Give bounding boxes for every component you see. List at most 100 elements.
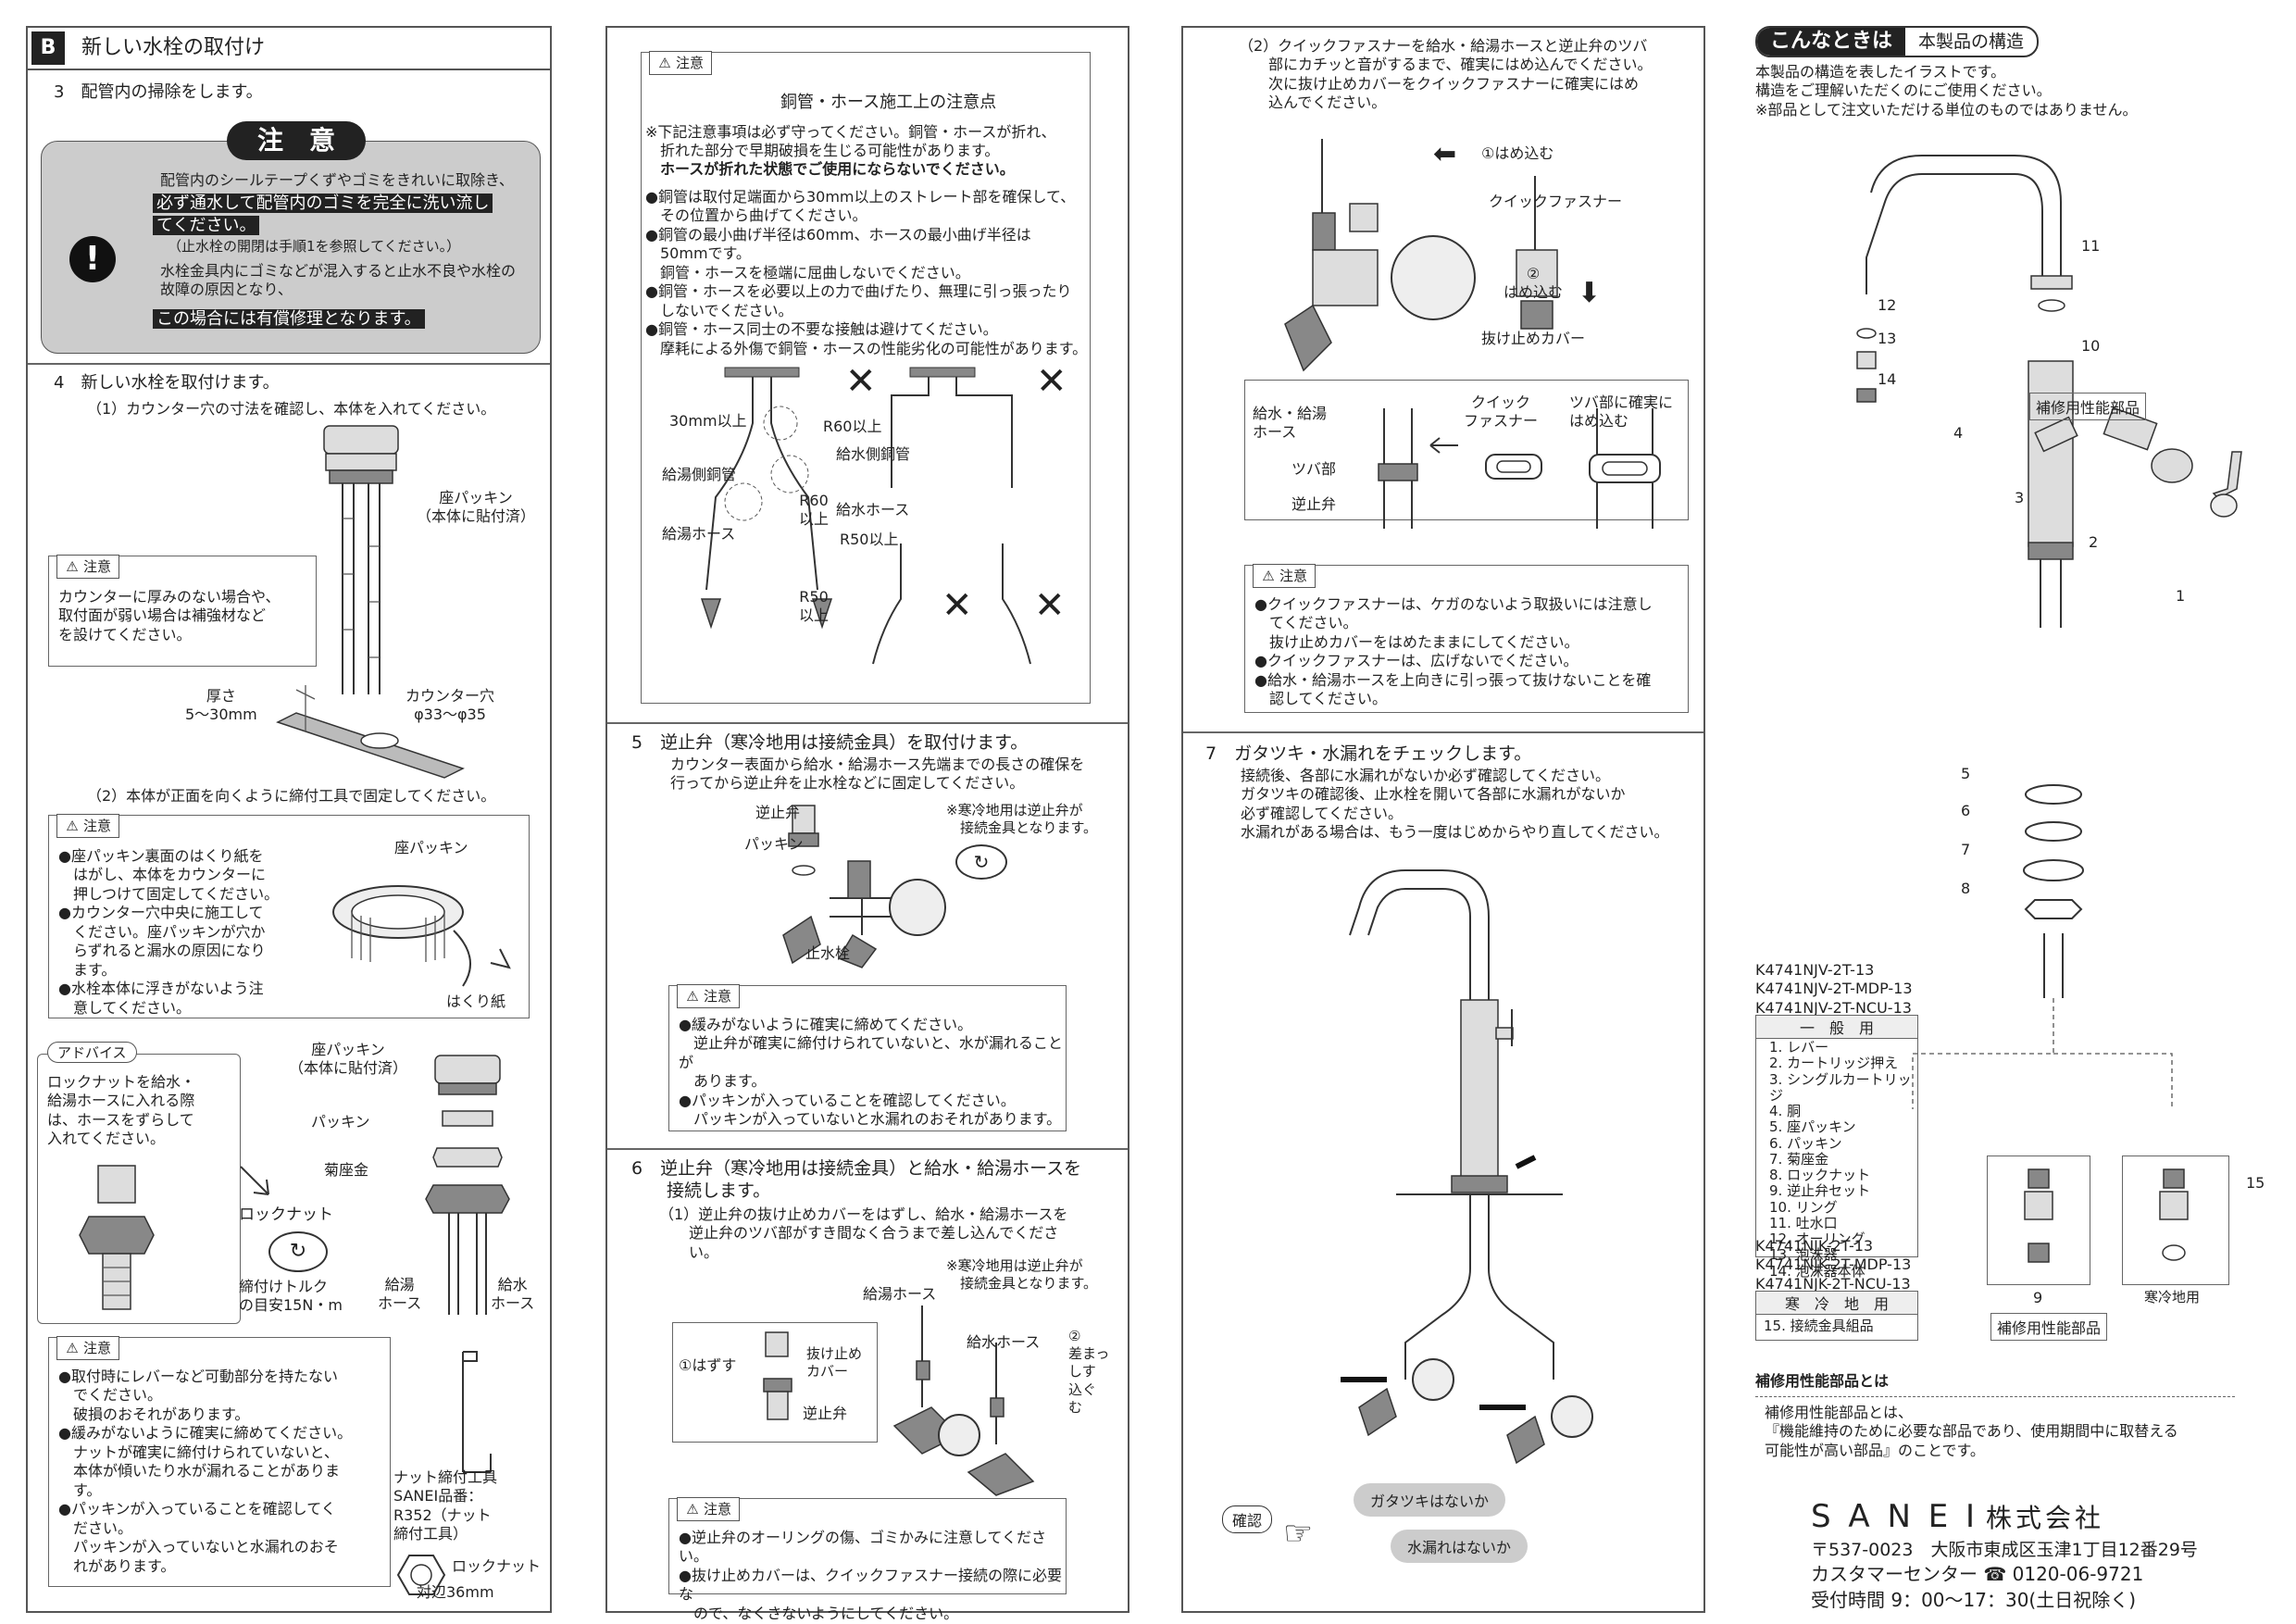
column-2: ⚠注意 銅管・ホース施工上の注意点 ※下記注意事項は必ず守ってください。銅管・ホ… [605,26,1129,1622]
structure-intro: 本製品の構造を表したイラストです。 構造をご理解いただくのにご使用ください。 ※… [1755,63,2138,119]
cold-parts-table: 寒 冷 地 用 15. 接続金具組品 [1755,1291,1918,1341]
part-8: 8 [1961,880,1971,897]
general-parts-list: 1. レバー 2. カートリッジ押え 3. シングルカートリッジ 4. 胴 5.… [1769,1039,1912,1280]
step-4-2-text: （2）本体が正面を向くように締付工具で固定してください。 [87,787,496,805]
locknut-label: ロックナット [239,1206,333,1224]
cold-hose-label: 給水 ホース [491,1276,535,1313]
pipe-caution-p1-bold: ホースが折れた状態でご使用にならないでください。 [645,160,1015,178]
note-6-text: ●逆止弁のオーリングの傷、ゴミかみに注意してください。 ●抜け止めカバーは、クイ… [679,1529,1062,1622]
label-cold-hose: 給水ホース [836,501,910,518]
locknut-label-2: ロックナット [452,1557,542,1575]
general-parts-table: 一 般 用 1. レバー 2. カートリッジ押え 3. シングルカートリッジ 4… [1755,1015,1918,1279]
packing-label: パッキン [311,1113,370,1131]
rotate-icon: ↻ [955,844,1007,880]
cold-region-label: 寒冷地用 [2144,1289,2201,1305]
label-hot-copper: 給湯側銅管 [662,466,737,483]
advice-tag: アドバイス [47,1042,137,1063]
label-hot-hose: 給湯ホース [662,525,736,543]
column-3: （2）クイックファスナーを給水・給湯ホースと逆止弁のツバ 部にカチッと音がするま… [1181,26,1705,1613]
caution-highlight-1: 必ず通水して配管内のゴミを完全に洗い流し [153,193,493,214]
general-parts-header: 一 般 用 [1756,1016,1917,1039]
warning-icon: ⚠ [1262,568,1275,584]
kikuzagane-label: 菊座金 [324,1161,369,1179]
x-mark-4: ✕ [1034,584,1066,627]
flange-insert-label: ツバ部に確実に はめ込む [1569,394,1674,431]
caution-title: 注 意 [227,121,366,160]
packing-peel-illustration [332,885,511,987]
warning-icon: ⚠ [66,818,79,834]
hex-nut-icon [396,1555,446,1595]
note-1-text: カウンターに厚みのない場合や、 取付面が弱い場合は補強材など を設けてください。 [58,588,281,643]
part-10: 10 [2081,337,2101,355]
faucet-assembly-illustration [425,1055,510,1315]
quick-fastener-label: クイックファスナー [1489,193,1623,210]
repair-part-9-box [1987,1156,2090,1285]
advice-text: ロックナットを給水・ 給湯ホースに入れる際 は、ホースをずらして 入れてください… [47,1073,196,1148]
part-11: 11 [2081,237,2101,255]
caution-line-1: 配管内のシールテープくずやゴミをきれいに取除き、 [160,171,514,189]
quick-fastener-label-2: クイック ファスナー [1464,394,1539,431]
step-3-title: 3 配管内の掃除をします。 [54,82,263,102]
hand-icon: ☞ [1283,1515,1314,1553]
fastener-detail-box: 給水・給湯 ホース クイック ファスナー ツバ部に確実に はめ込む ツバ部 逆止… [1244,380,1689,529]
company-address: 〒537-0023 大阪市東成区玉津1丁目12番29号 [1811,1540,2198,1560]
wobble-check-bubble: ガタツキはないか [1354,1483,1506,1517]
flange-label: ツバ部 [1292,460,1337,478]
warning-icon: ⚠ [658,55,671,71]
label-cold-copper: 給水側銅管 [836,445,911,463]
exclamation-icon: ! [69,236,116,282]
quick-fastener-illustration [1284,139,1558,372]
caution-highlight-3: この場合には有償修理となります。 [153,308,425,330]
confirm-tag: 確認 [1222,1505,1273,1533]
step-6-2-text: （2）クイックファスナーを給水・給湯ホースと逆止弁のツバ 部にカチッと音がするま… [1239,37,1653,112]
check-valve-illustration [782,805,946,968]
peel-paper-label: はくり紙 [446,993,506,1010]
part-2: 2 [2089,533,2099,551]
fastener-detail-illustration [1378,408,1661,529]
step-6-note: ※寒冷地用は逆止弁が 接続金具となります。 [946,1257,1098,1293]
pipe-caution-p1: ※下記注意事項は必ず守ってください。銅管・ホースが折れ、 折れた部分で早期破損を… [645,123,1056,160]
hot-hose-label: 給湯 ホース [378,1276,422,1313]
zapackin-label-2: 座パッキン [394,839,468,856]
step-5-note: ※寒冷地用は逆止弁が 接続金具となります。 [946,802,1098,837]
note-box-7: ⚠注意 ●クイックファスナーは、ケガのないよう取扱いには注意し てください。 抜… [1244,564,1689,713]
tool-label: ナット締付工具 SANEI品番： R352（ナット 締付工具） [393,1468,498,1543]
hot-hose-label: 給湯ホース [863,1285,937,1303]
check-valve-label-2: 逆止弁 [803,1405,848,1422]
note-2-text: ●座パッキン裏面のはくり紙を はがし、本体をカウンターに 押しつけて固定してくだ… [58,847,280,1017]
connector-set-icon [2159,1168,2189,1261]
note-7-text: ●クイックファスナーは、ケガのないよう取扱いには注意し てください。 抜け止めカ… [1254,595,1653,708]
zapackin-label-1: 座パッキン （本体に貼付済） [417,489,536,526]
pipe-caution-title: 銅管・ホース施工上の注意点 [780,93,997,112]
cold-parts-item: 15. 接続金具組品 [1764,1318,1874,1334]
warning-icon: ⚠ [686,988,699,1005]
part-14: 14 [1878,370,1897,388]
note-box-6: ⚠注意 ●逆止弁のオーリングの傷、ゴミかみに注意してください。 ●抜け止めカバー… [668,1497,1067,1622]
step-4-title: 4 新しい水栓を取付けます。 [54,373,280,393]
cover-removal-box: ①はずす 抜け止め カバー 逆止弁 [672,1322,878,1443]
step-7-desc: 接続後、各部に水漏れがないか必ず確認してください。 ガタツキの確認後、止水栓を開… [1241,767,1669,842]
note-box-1: ⚠注意 カウンターに厚みのない場合や、 取付面が弱い場合は補強材など を設けてく… [48,555,317,667]
step-5-title: 5 逆止弁（寒冷地用は接続金具）を取付けます。 [631,732,1029,753]
hex-size-label: 対辺36mm [417,1583,494,1601]
insert-label-1: ①はめ込む [1481,144,1554,162]
business-hours: 受付時間 9：00〜17：30(土日祝除く) [1811,1589,2137,1611]
caution-line-2: （止水栓の開閉は手順1を参照してください。） [168,238,461,255]
caution-box: 注 意 ! 配管内のシールテープくずやゴミをきれいに取除き、 必ず通水して配管内… [41,121,541,354]
label-r50b: R50 以上 [799,588,830,625]
x-mark-3: ✕ [942,584,973,627]
info-tag: こんなときは 本製品の構造 [1755,26,2040,57]
leak-check-bubble: 水漏れはないか [1391,1530,1529,1563]
check-valve-set-icon [2024,1168,2053,1263]
label-r60b: R60 以上 [799,492,830,529]
zapackin-label-3: 座パッキン （本体に貼付済） [289,1041,408,1078]
arrow-left-icon: ⬅ [1433,138,1457,170]
rotate-icon: ↻ [268,1231,328,1272]
cold-region-part-box [2122,1156,2229,1285]
part-3: 3 [2015,489,2025,506]
faucet-base-illustration-1 [323,425,399,694]
step-7-title: 7 ガタツキ・水漏れをチェックします。 [1205,743,1532,764]
label-30mm: 30mm以上 [669,412,747,430]
label-r60: R60以上 [823,418,882,435]
hose-label: 給水・給湯 ホース [1253,405,1328,442]
